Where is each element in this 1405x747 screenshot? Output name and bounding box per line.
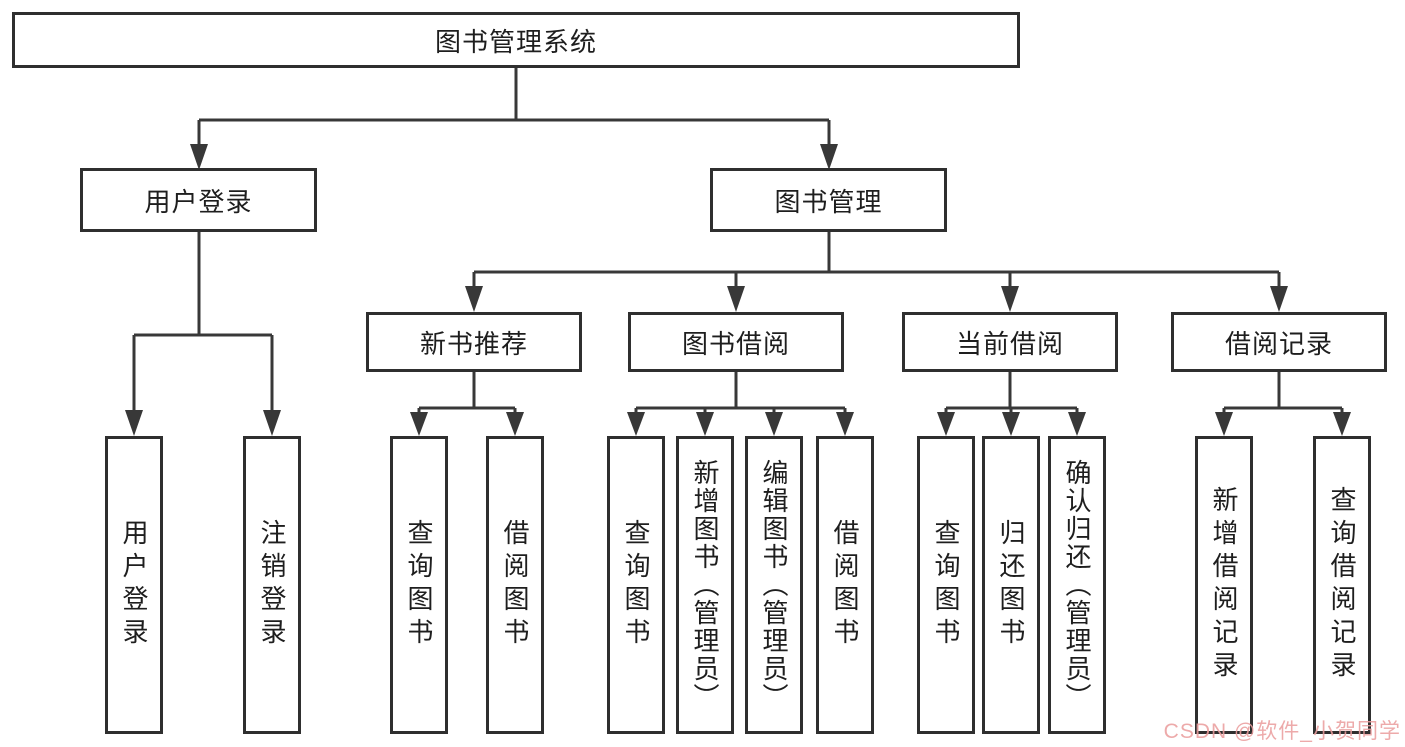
arrowhead xyxy=(410,412,428,436)
arrowhead xyxy=(727,286,745,312)
leaf-current-confirm-return: 确认归还（管理员） xyxy=(1048,436,1106,734)
node-user-login-label: 用户登录 xyxy=(144,186,253,217)
leaf-borrow-add-books: 新增图书（管理员） xyxy=(676,436,734,734)
leaf-logout: 注销登录 xyxy=(243,436,301,734)
leaf-user-login-label: 用户登录 xyxy=(119,519,149,651)
leaf-current-query-books: 查询图书 xyxy=(917,436,975,734)
arrowhead xyxy=(1001,286,1019,312)
leaf-borrow-borrow-books: 借阅图书 xyxy=(816,436,874,734)
arrowhead xyxy=(190,144,208,170)
leaf-borrow-edit-books: 编辑图书（管理员） xyxy=(745,436,803,734)
node-book-borrow: 图书借阅 xyxy=(628,312,844,372)
leaf-current-confirm-return-label: 确认归还（管理员） xyxy=(1062,459,1092,711)
node-current-borrow-label: 当前借阅 xyxy=(955,328,1064,359)
node-borrow-records: 借阅记录 xyxy=(1171,312,1387,372)
leaf-current-query-books-label: 查询图书 xyxy=(931,519,961,651)
arrowhead xyxy=(1215,412,1233,436)
arrowhead xyxy=(627,412,645,436)
node-book-borrow-label: 图书借阅 xyxy=(681,328,790,359)
leaf-borrow-query-books-label: 查询图书 xyxy=(621,519,651,651)
leaf-current-return-books: 归还图书 xyxy=(982,436,1040,734)
leaf-records-query-record: 查询借阅记录 xyxy=(1313,436,1371,734)
arrowhead xyxy=(937,412,955,436)
node-user-login: 用户登录 xyxy=(80,168,317,232)
node-new-book-recommend: 新书推荐 xyxy=(366,312,582,372)
leaf-records-add-record-label: 新增借阅记录 xyxy=(1209,486,1239,684)
leaf-recommend-borrow-books: 借阅图书 xyxy=(486,436,544,734)
arrowhead xyxy=(263,410,281,436)
arrowhead xyxy=(836,412,854,436)
arrowhead xyxy=(125,410,143,436)
leaf-recommend-query-books: 查询图书 xyxy=(390,436,448,734)
arrowhead xyxy=(506,412,524,436)
node-root: 图书管理系统 xyxy=(12,12,1020,68)
node-root-label: 图书管理系统 xyxy=(434,26,597,57)
arrowhead xyxy=(465,286,483,312)
arrowhead xyxy=(1270,286,1288,312)
node-current-borrow: 当前借阅 xyxy=(902,312,1118,372)
leaf-recommend-borrow-books-label: 借阅图书 xyxy=(500,519,530,651)
leaf-borrow-add-books-label: 新增图书（管理员） xyxy=(690,459,720,711)
leaf-borrow-borrow-books-label: 借阅图书 xyxy=(830,519,860,651)
csdn-watermark: CSDN @软件_小贺同学 xyxy=(1163,720,1401,743)
node-borrow-records-label: 借阅记录 xyxy=(1224,328,1333,359)
leaf-recommend-query-books-label: 查询图书 xyxy=(404,519,434,651)
node-book-management-label: 图书管理 xyxy=(774,186,883,217)
node-book-management: 图书管理 xyxy=(710,168,947,232)
leaf-records-query-record-label: 查询借阅记录 xyxy=(1327,486,1357,684)
node-new-book-recommend-label: 新书推荐 xyxy=(419,328,528,359)
leaf-borrow-query-books: 查询图书 xyxy=(607,436,665,734)
leaf-current-return-books-label: 归还图书 xyxy=(996,519,1026,651)
leaf-logout-label: 注销登录 xyxy=(257,519,287,651)
arrowhead xyxy=(1068,412,1086,436)
arrowhead xyxy=(765,412,783,436)
arrowhead xyxy=(1333,412,1351,436)
leaf-borrow-edit-books-label: 编辑图书（管理员） xyxy=(759,459,789,711)
arrowhead xyxy=(820,144,838,170)
arrowhead xyxy=(696,412,714,436)
leaf-records-add-record: 新增借阅记录 xyxy=(1195,436,1253,734)
leaf-user-login: 用户登录 xyxy=(105,436,163,734)
arrowhead xyxy=(1002,412,1020,436)
